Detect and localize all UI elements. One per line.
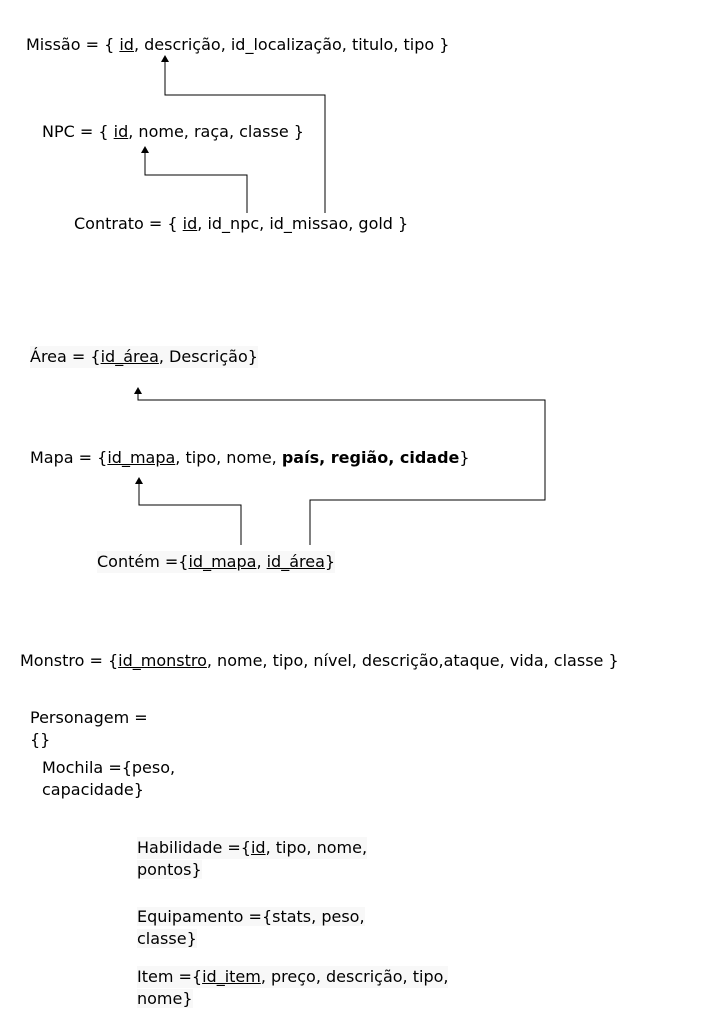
- equals-sign: = {: [66, 347, 101, 366]
- entity-line-1: Personagem =: [30, 708, 148, 727]
- entity-habilidade: Habilidade ={id, tipo, nome, pontos}: [137, 837, 368, 881]
- entity-line-2: capacidade}: [42, 780, 144, 799]
- primary-key: id_área: [100, 347, 159, 366]
- entity-missao: Missão = { id, descrição, id_localização…: [26, 34, 449, 56]
- edge-contem-mapa: [138, 480, 242, 545]
- edge-contrato-npc: [144, 150, 248, 213]
- entity-mochila: Mochila ={peso, capacidade}: [42, 757, 175, 801]
- entity-prefix: Item ={: [137, 967, 203, 986]
- equals-sign: = {: [73, 448, 108, 467]
- entity-name: Missão: [26, 35, 81, 54]
- entity-line-1: Item ={id_item, preço, descrição, tipo,: [137, 966, 449, 988]
- foreign-key-area: id_área: [266, 552, 325, 571]
- attribute-list: , nome, tipo, nível, descrição,ataque, v…: [206, 651, 619, 670]
- attribute-list: , preço, descrição, tipo,: [260, 967, 449, 986]
- entity-npc: NPC = { id, nome, raça, classe }: [42, 121, 304, 143]
- entity-line-2: pontos}: [137, 860, 202, 879]
- attribute-list: , descrição, id_localização, titulo, tip…: [133, 35, 450, 54]
- entity-monstro: Monstro = {id_monstro, nome, tipo, nível…: [20, 650, 619, 672]
- primary-key: id_item: [202, 967, 261, 986]
- entity-line-2: {}: [30, 730, 51, 749]
- equals-sign: = {: [74, 122, 114, 141]
- attribute-list: , tipo, nome,: [265, 838, 368, 857]
- entity-prefix: Habilidade ={: [137, 838, 251, 857]
- primary-key: id: [182, 214, 198, 233]
- attribute-list: , tipo, nome,: [175, 448, 282, 467]
- separator: ,: [259, 214, 270, 233]
- arrowhead-area: [134, 387, 142, 394]
- primary-key: id_mapa: [107, 448, 176, 467]
- foreign-key-mapa: id_mapa: [188, 552, 257, 571]
- entity-name: Mapa: [30, 448, 74, 467]
- entity-personagem: Personagem = {}: [30, 707, 148, 751]
- foreign-key-npc: id_npc: [207, 214, 260, 233]
- bold-attributes: país, região, cidade: [281, 448, 460, 467]
- attribute-list: , nome, raça, classe }: [128, 122, 304, 141]
- entity-line-1: Equipamento ={stats, peso,: [137, 907, 365, 926]
- close-brace: }: [324, 552, 336, 571]
- entity-name: NPC: [42, 122, 75, 141]
- entity-line-1: Mochila ={peso,: [42, 758, 176, 777]
- equals-sign: ={: [159, 552, 189, 571]
- foreign-key-missao: id_missao: [269, 214, 349, 233]
- entity-equipamento: Equipamento ={stats, peso, classe}: [137, 906, 365, 950]
- primary-key: id: [113, 122, 129, 141]
- close-brace: }: [459, 448, 470, 467]
- entity-name: Contrato: [74, 214, 144, 233]
- entity-item: Item ={id_item, preço, descrição, tipo, …: [137, 966, 449, 1010]
- entity-mapa: Mapa = {id_mapa, tipo, nome, país, regiã…: [30, 447, 470, 469]
- entity-contrato: Contrato = { id, id_npc, id_missao, gold…: [74, 213, 408, 235]
- equals-sign: = {: [143, 214, 183, 233]
- primary-key: id_monstro: [118, 651, 207, 670]
- primary-key: id: [250, 838, 266, 857]
- entity-area: Área = {id_área, Descrição}: [30, 346, 258, 368]
- equals-sign: = {: [80, 35, 120, 54]
- primary-key: id: [119, 35, 134, 54]
- arrowhead-npc: [141, 146, 149, 153]
- entity-name: Área: [30, 347, 67, 366]
- attribute-list: , gold }: [348, 214, 409, 233]
- entity-line-1: Habilidade ={id, tipo, nome,: [137, 837, 368, 859]
- entity-name: Contém: [97, 552, 160, 571]
- attribute-list: , Descrição}: [158, 347, 258, 366]
- arrowhead-mapa: [135, 477, 143, 484]
- entity-contem: Contém ={id_mapa, id_área}: [97, 551, 336, 573]
- separator: ,: [197, 214, 208, 233]
- separator: ,: [256, 552, 267, 571]
- equals-sign: = {: [84, 651, 119, 670]
- entity-name: Monstro: [20, 651, 85, 670]
- arrowhead-missao: [161, 55, 169, 62]
- entity-line-2: nome}: [137, 989, 193, 1008]
- entity-line-2: classe}: [137, 929, 197, 948]
